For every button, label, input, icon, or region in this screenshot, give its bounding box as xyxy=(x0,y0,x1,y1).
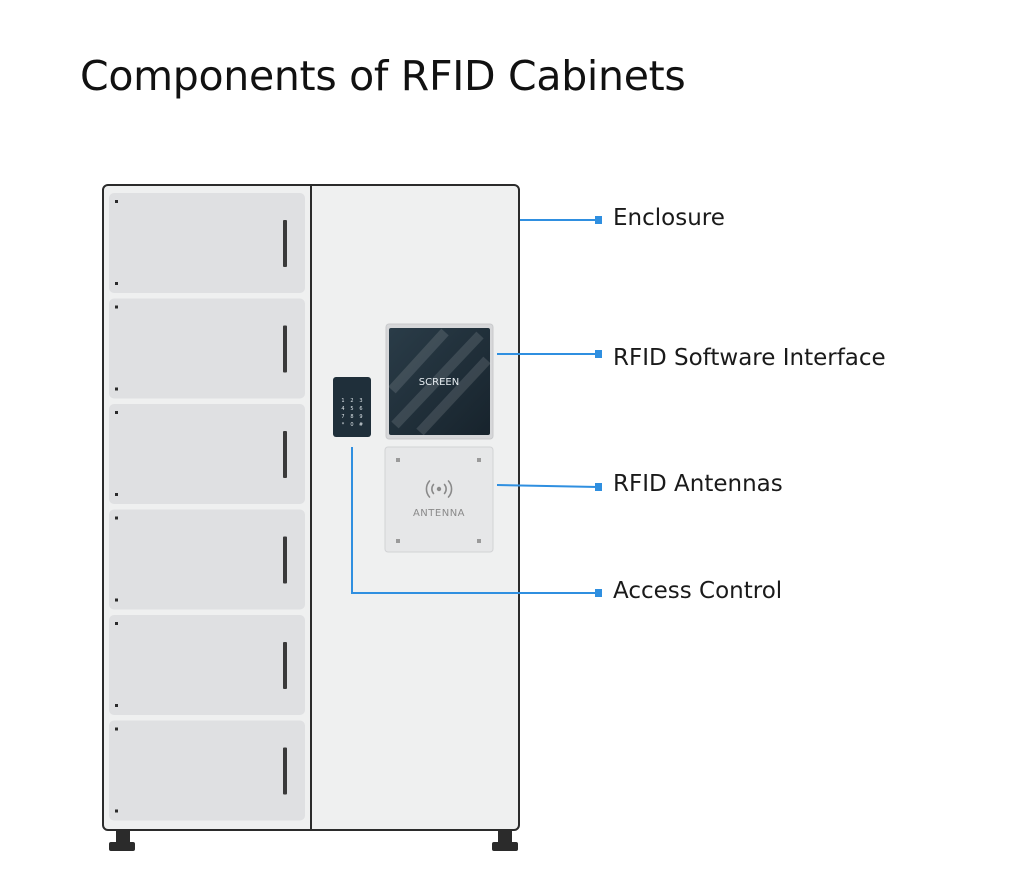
left-foot-base xyxy=(109,842,135,851)
drawer-marker xyxy=(115,387,118,391)
drawer[interactable] xyxy=(109,720,305,821)
drawer-door[interactable] xyxy=(109,298,305,399)
drawer-handle[interactable] xyxy=(283,747,287,795)
drawer-handle[interactable] xyxy=(283,220,287,267)
keypad-key[interactable]: 0 xyxy=(350,422,353,428)
keypad-key[interactable]: 2 xyxy=(350,398,353,404)
antenna-label: ANTENNA xyxy=(413,508,465,519)
label-antennas: RFID Antennas xyxy=(613,471,783,497)
cabinet-feet xyxy=(109,828,518,851)
drawer-handle[interactable] xyxy=(283,431,287,478)
drawer[interactable] xyxy=(109,404,305,504)
antenna-screw xyxy=(396,458,400,462)
keypad-key[interactable]: 7 xyxy=(341,414,344,420)
drawer-door[interactable] xyxy=(109,615,305,715)
antenna-screw xyxy=(477,458,481,462)
keypad-key[interactable]: 1 xyxy=(341,398,344,404)
drawer-marker xyxy=(115,282,118,285)
keypad-key[interactable]: 5 xyxy=(350,406,353,412)
antenna-panel: ANTENNA xyxy=(384,446,494,553)
software-interface-screen: SCREEN xyxy=(385,323,494,440)
screen-label: SCREEN xyxy=(419,377,459,388)
drawer-door[interactable] xyxy=(109,720,305,821)
drawer-stack xyxy=(109,193,305,821)
drawer-marker xyxy=(115,305,118,309)
software-interface-endpoint xyxy=(595,350,602,358)
right-foot-stem xyxy=(498,828,512,842)
screen-display xyxy=(389,328,490,435)
drawer-marker xyxy=(115,200,118,203)
keypad-key[interactable]: 4 xyxy=(341,406,344,412)
drawer-marker xyxy=(115,411,118,414)
page-title: Components of RFID Cabinets xyxy=(80,52,686,100)
drawer-marker xyxy=(115,727,118,731)
keypad-key[interactable]: 9 xyxy=(359,414,362,420)
drawer-marker xyxy=(115,516,118,520)
drawer-marker xyxy=(115,704,118,707)
screen-reflections xyxy=(388,328,491,436)
antenna-screw xyxy=(396,539,400,543)
wireless-signal-icon xyxy=(425,480,453,498)
leader-lines xyxy=(351,219,599,594)
drawer[interactable] xyxy=(109,509,305,610)
keypad-key[interactable]: 3 xyxy=(359,398,362,404)
drawer-marker xyxy=(115,809,118,813)
drawer[interactable] xyxy=(109,193,305,293)
leader-endpoints xyxy=(595,216,602,597)
antennas-leader-line xyxy=(496,484,599,488)
access-control-leader-line xyxy=(351,447,598,594)
enclosure-endpoint xyxy=(595,216,602,224)
label-enclosure: Enclosure xyxy=(613,205,725,231)
keypad-key[interactable]: # xyxy=(359,422,363,428)
antenna-screw xyxy=(477,539,481,543)
drawer-handle[interactable] xyxy=(283,325,287,373)
drawer-handle[interactable] xyxy=(283,536,287,584)
right-foot-base xyxy=(492,842,518,851)
label-software-interface: RFID Software Interface xyxy=(613,345,886,371)
drawer-door[interactable] xyxy=(109,404,305,504)
drawer-door[interactable] xyxy=(109,509,305,610)
keypad-key[interactable]: 6 xyxy=(359,406,362,412)
antennas-endpoint xyxy=(595,483,602,491)
access-control-endpoint xyxy=(595,589,602,597)
left-foot-stem xyxy=(116,828,130,842)
keypad-key[interactable]: 8 xyxy=(350,414,353,420)
drawer-marker xyxy=(115,493,118,496)
label-access-control: Access Control xyxy=(613,578,783,604)
drawer-marker xyxy=(115,598,118,602)
drawer[interactable] xyxy=(109,298,305,399)
drawer-marker xyxy=(115,622,118,625)
antenna-plate xyxy=(384,446,494,553)
drawer-door[interactable] xyxy=(109,193,305,293)
drawer-handle[interactable] xyxy=(283,642,287,689)
keypad-key[interactable]: * xyxy=(342,422,345,428)
keypad-body xyxy=(333,377,371,437)
drawer[interactable] xyxy=(109,615,305,715)
